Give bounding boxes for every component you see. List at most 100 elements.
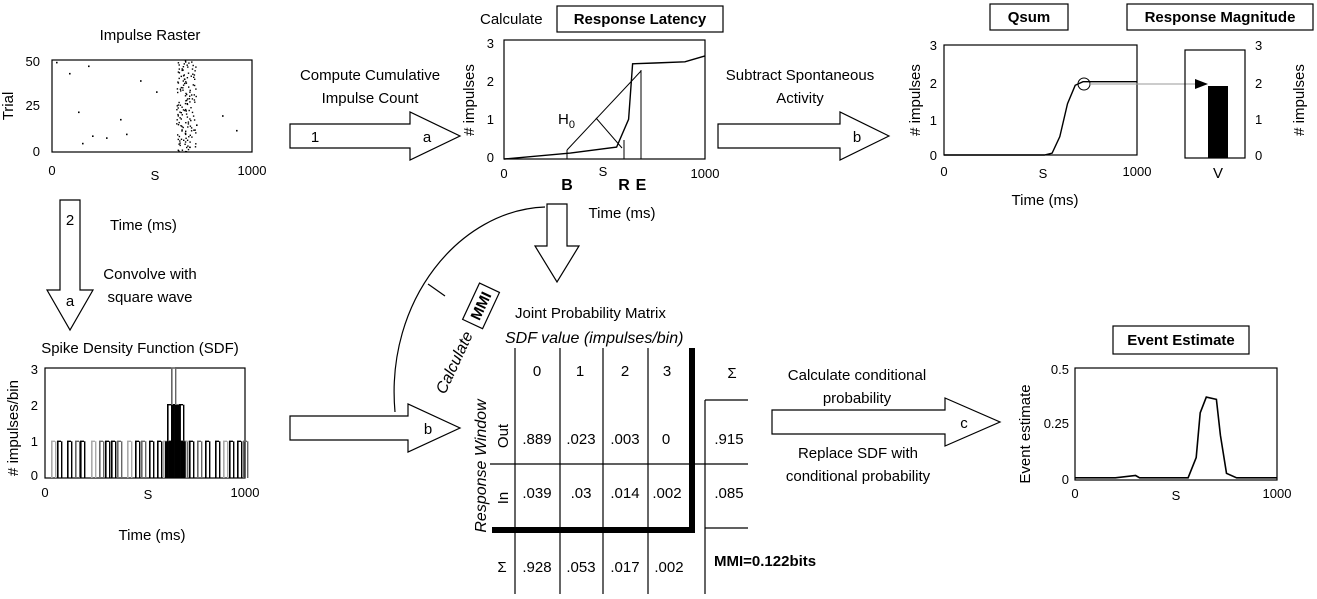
sdf-bar [180, 441, 183, 478]
arrow-sdf-matrix-shape [289, 403, 462, 453]
qsum-title-box [989, 3, 1069, 31]
raster-spike [192, 73, 194, 75]
raster-spike [178, 150, 180, 152]
raster-spike [191, 111, 194, 114]
raster-spike [184, 60, 187, 62]
sdf-bar [117, 441, 119, 478]
raster-spike [222, 115, 224, 117]
raster-spike [178, 64, 180, 66]
magnitude-title-box [1126, 3, 1314, 31]
raster-spike [194, 78, 196, 80]
arrow-conditional-text-1: Calculate conditional [788, 367, 926, 384]
matrix-cell-in-3: .002 [652, 485, 681, 502]
arrow-cumulative-text-1: Compute Cumulative [300, 67, 440, 84]
arrow-conditional-shape [771, 397, 1002, 447]
sdf-bar [179, 404, 181, 478]
raster-spike [180, 75, 182, 78]
sdf-bar [243, 441, 245, 478]
sdf-bar [184, 441, 186, 478]
raster-spike [186, 93, 188, 96]
raster-spike [195, 132, 197, 134]
matrix-row-label-out: Out [495, 423, 512, 448]
event-xtick-s: S [1172, 488, 1181, 503]
arrow-convolve-shape [45, 199, 95, 332]
raster-spike [179, 140, 181, 142]
raster-spike [180, 112, 182, 114]
sdf-bar-edge [193, 441, 195, 478]
raster-spike [92, 135, 94, 137]
raster-spike [177, 115, 179, 117]
latency-xlabel: Time (ms) [589, 205, 656, 222]
raster-xlabel: Time (ms) [110, 217, 177, 234]
raster-spike [178, 101, 180, 104]
latency-ytick-1: 1 [487, 112, 494, 127]
sdf-bar [149, 441, 151, 478]
raster-spike [106, 137, 108, 139]
raster-spike [69, 72, 71, 75]
sdf-bar [80, 441, 82, 478]
matrix-cell-out-2: .003 [610, 431, 639, 448]
raster-spike [120, 118, 122, 121]
raster-spike [181, 106, 183, 108]
qsum-ytick-0: 0 [930, 148, 937, 163]
calc-mmi-box [461, 282, 501, 330]
arrow-subtract-shape [717, 111, 891, 161]
arrow-subtract-text-1: Subtract Spontaneous [726, 67, 874, 84]
sdf-bar [229, 441, 231, 478]
raster-spike [156, 91, 158, 93]
arrow-latency-matrix [533, 203, 581, 284]
arrow-convolve: 2 a Convolve with square wave [45, 199, 197, 332]
raster-spike [189, 146, 191, 149]
raster-spike [179, 88, 182, 90]
qsum-title: Qsum [1008, 9, 1051, 26]
matrix-col-header-0: 0 [533, 363, 541, 380]
raster-spike [189, 134, 191, 136]
sdf-bar [163, 441, 165, 478]
latency-title-boxed: Response Latency [574, 11, 707, 28]
raster-spike [177, 138, 179, 141]
matrix-col-sum-3: .002 [654, 559, 683, 576]
raster-spike [188, 109, 190, 112]
sdf-bar [185, 441, 187, 478]
raster-spike [186, 64, 188, 66]
sdf-bar [175, 404, 178, 478]
magnitude-ytick-0: 0 [1255, 148, 1262, 163]
sdf-xlabel: Time (ms) [119, 527, 186, 544]
latency-ylabel: # impulses [461, 64, 478, 136]
magnitude-bar [1208, 86, 1228, 158]
magnitude-ytick-3: 3 [1255, 38, 1262, 53]
raster-spike [186, 139, 189, 141]
event-ylabel: Event estimate [1017, 384, 1034, 483]
sdf-bar [237, 441, 239, 478]
raster-spike [190, 107, 192, 109]
arrow-cumulative: Compute Cumulative Impulse Count 1 a [289, 67, 462, 161]
arrow-conditional-text-3: Replace SDF with [798, 445, 918, 462]
magnitude-ytick-1: 1 [1255, 112, 1262, 127]
sdf-bar-edge [103, 441, 105, 478]
sdf-bar-edge [161, 441, 163, 478]
raster-spike [188, 136, 190, 138]
sdf-bar [67, 441, 69, 478]
raster-spike [190, 119, 192, 122]
raster-spike [190, 130, 193, 132]
event-ytick-0: 0 [1062, 472, 1069, 487]
raster-spike [185, 130, 187, 132]
event-panel: Event Estimate 0.5 0.25 0 Event estimate… [1017, 325, 1291, 503]
event-title: Event Estimate [1127, 332, 1235, 349]
raster-title: Impulse Raster [100, 27, 201, 44]
sdf-bar [141, 441, 143, 478]
raster-spike [196, 124, 198, 126]
sdf-ylabel: # impulses/bin [5, 380, 22, 476]
raster-spike [183, 139, 185, 141]
raster-frame [51, 59, 253, 153]
raster-xtick-0: 0 [48, 163, 55, 178]
matrix-subtitle: SDF value (impulses/bin) [505, 330, 683, 347]
sdf-bar [215, 441, 217, 478]
raster-dots [56, 60, 238, 153]
raster-spike [187, 66, 189, 68]
arrow-convolve-text-1: Convolve with [103, 266, 196, 283]
raster-spike [190, 127, 193, 129]
raster-spike [185, 81, 187, 83]
raster-spike [185, 108, 187, 111]
raster-spike [194, 129, 196, 131]
